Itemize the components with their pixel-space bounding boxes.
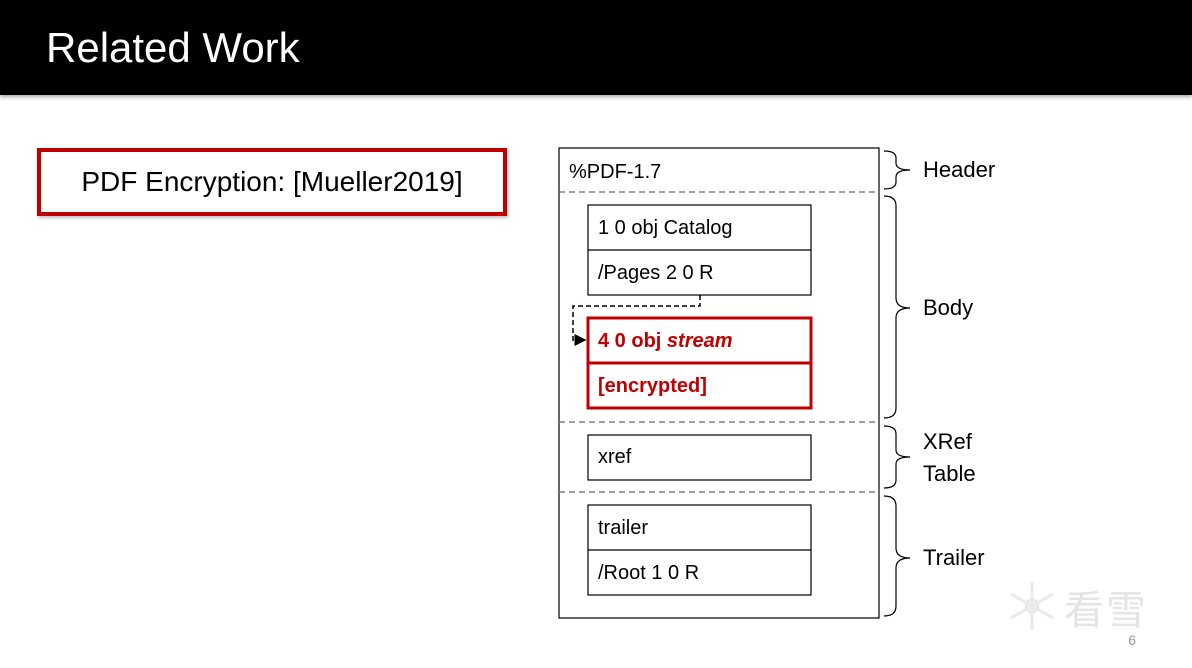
snowflake-watermark-icon	[1010, 582, 1054, 630]
root-reference-label: /Root 1 0 R	[598, 562, 699, 584]
watermark-text: 看雪	[1064, 588, 1148, 634]
trailer-brace	[883, 495, 911, 617]
page-number: 6	[1128, 632, 1136, 648]
body-brace	[883, 195, 911, 419]
callout-text: PDF Encryption: [Mueller2019]	[81, 166, 463, 197]
pdf-version-text: %PDF-1.7	[569, 161, 661, 183]
pages-reference-label: /Pages 2 0 R	[598, 262, 714, 284]
encrypted-content-label: [encrypted]	[598, 375, 707, 397]
catalog-object-label: 1 0 obj Catalog	[598, 217, 733, 239]
stream-object-prefix: 4 0 obj	[598, 330, 667, 352]
citation-callout: PDF Encryption: [Mueller2019]	[37, 148, 507, 216]
slide-title: Related Work	[46, 24, 300, 71]
body-section-label: Body	[923, 295, 973, 320]
xref-section-label-line1: XRef	[923, 429, 973, 454]
header-section-label: Header	[923, 157, 995, 182]
xref-brace	[883, 425, 911, 489]
xref-section-label-line2: Table	[923, 461, 976, 486]
xref-box	[587, 434, 812, 481]
title-bar: Related Work	[0, 0, 1192, 95]
reference-arrow	[572, 295, 701, 346]
trailer-label: trailer	[598, 517, 648, 539]
stream-object-keyword: stream	[667, 330, 733, 352]
xref-label: xref	[598, 446, 632, 468]
trailer-section-label: Trailer	[923, 545, 985, 570]
header-brace	[883, 150, 911, 190]
stream-object-label: 4 0 obj stream	[598, 330, 733, 352]
